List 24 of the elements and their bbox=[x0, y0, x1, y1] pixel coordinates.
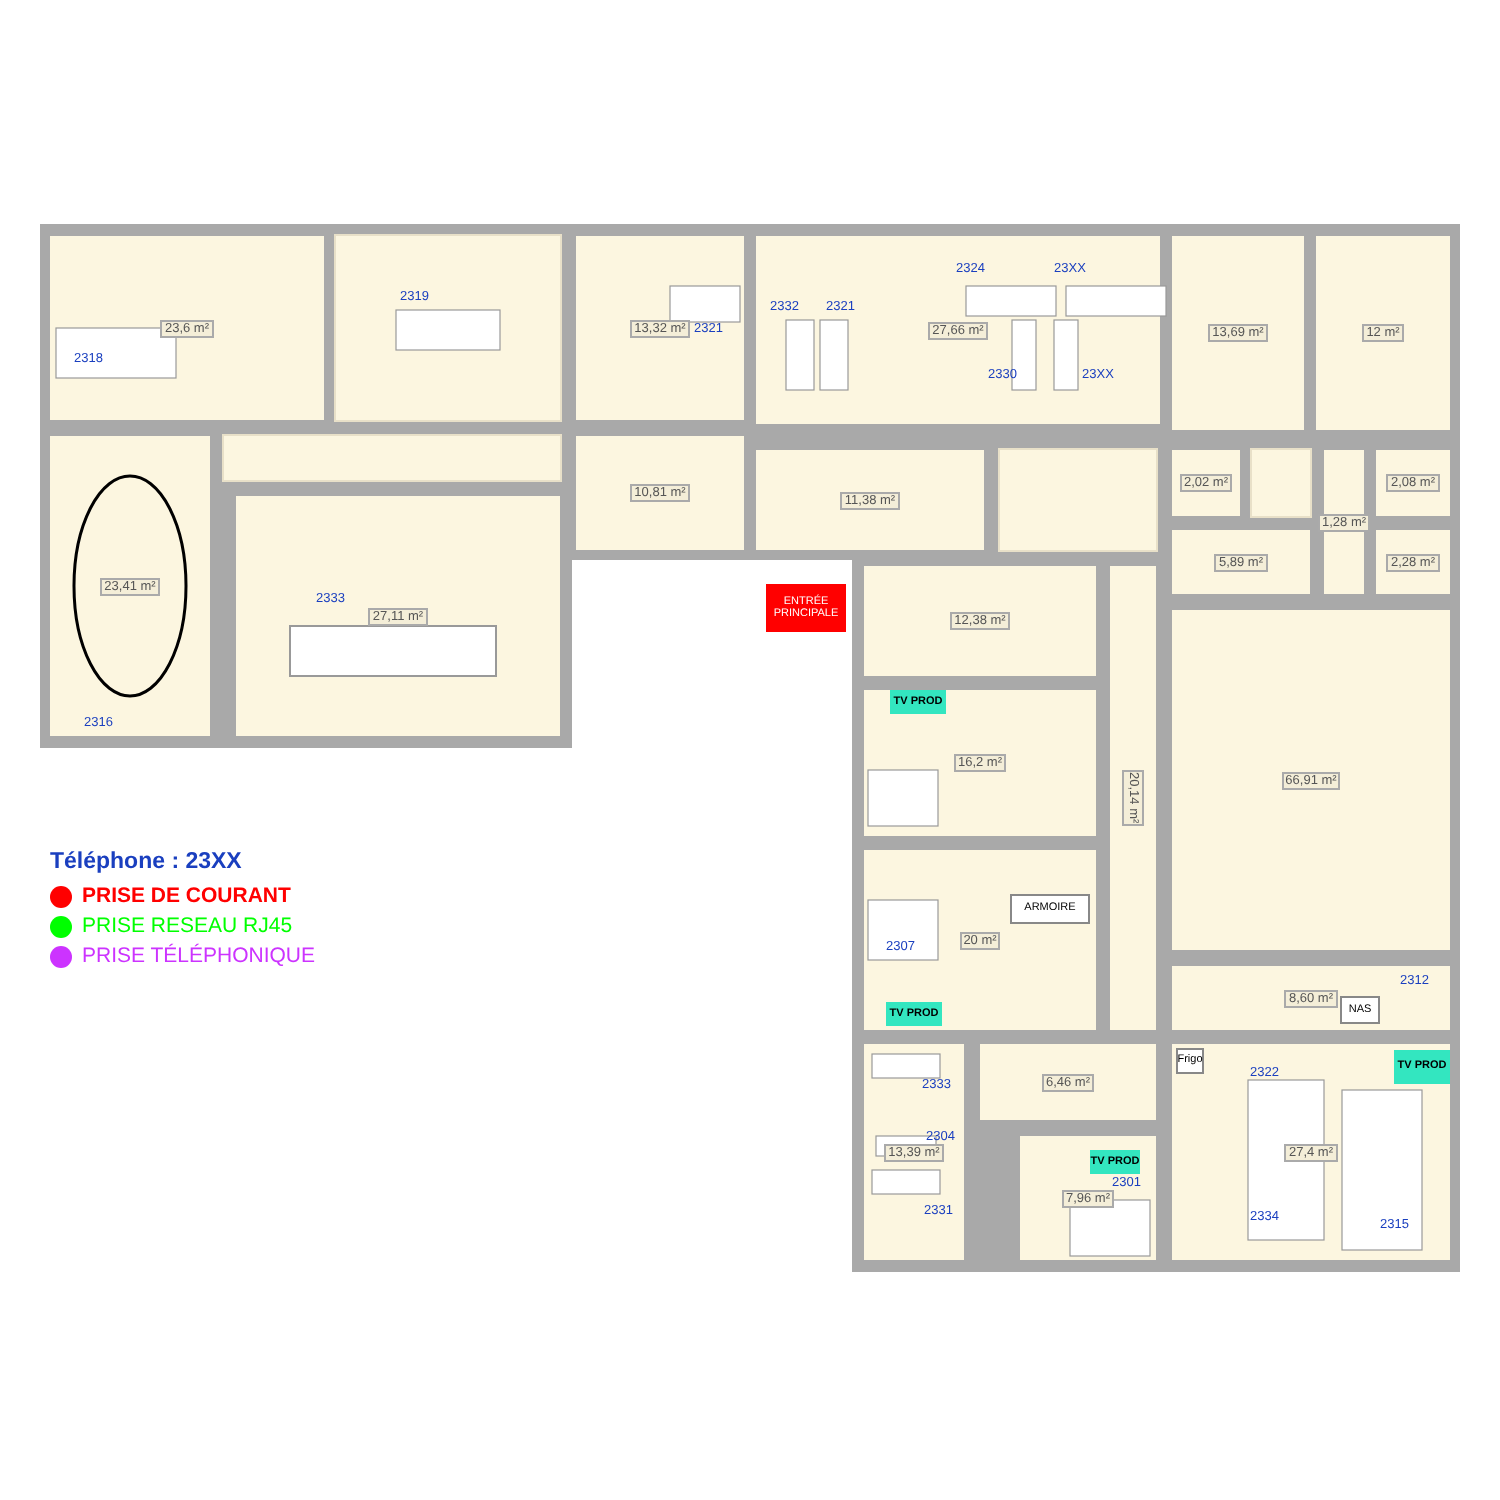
legend-text: PRISE RESEAU RJ45 bbox=[82, 914, 293, 938]
legend-text: PRISE TÉLÉPHONIQUE bbox=[82, 944, 316, 968]
room bbox=[50, 436, 210, 736]
room bbox=[980, 1044, 1156, 1120]
room bbox=[576, 436, 744, 550]
room bbox=[864, 566, 1096, 676]
room bbox=[1000, 450, 1156, 550]
room bbox=[1172, 610, 1450, 950]
legend-text: PRISE DE COURANT bbox=[82, 884, 291, 908]
room bbox=[864, 850, 1096, 1030]
room bbox=[1324, 450, 1364, 594]
room bbox=[576, 236, 744, 420]
room bbox=[224, 436, 560, 480]
legend-heading: Téléphone : 23XX bbox=[50, 850, 242, 874]
room bbox=[1110, 566, 1156, 1030]
room bbox=[1172, 450, 1240, 516]
room bbox=[1376, 530, 1450, 594]
room bbox=[1252, 450, 1310, 516]
room bbox=[1316, 236, 1450, 430]
room bbox=[1172, 236, 1304, 430]
room bbox=[756, 450, 984, 550]
room bbox=[1172, 966, 1450, 1030]
room bbox=[1172, 530, 1310, 594]
room bbox=[1376, 450, 1450, 516]
